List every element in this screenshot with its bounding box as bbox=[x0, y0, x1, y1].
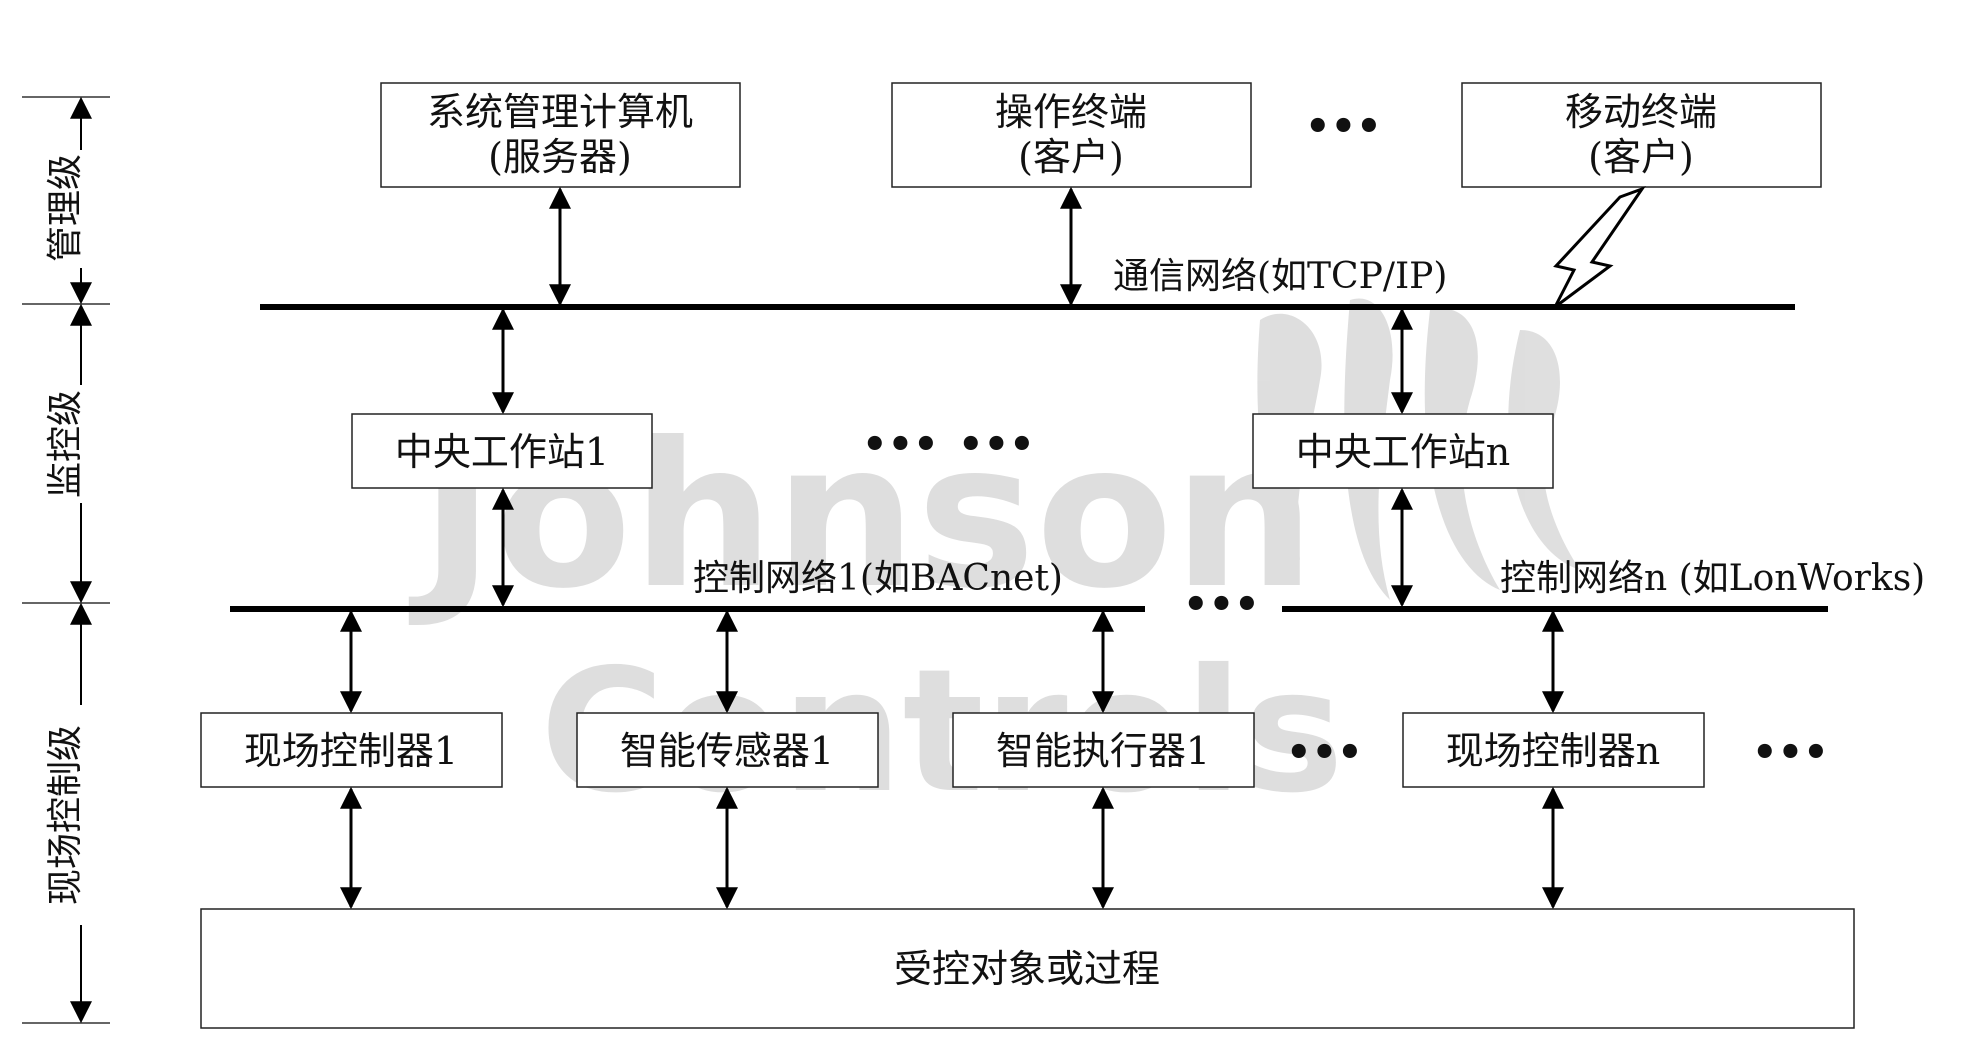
level-axis: 管理级 监控级 现场控制级 bbox=[22, 96, 110, 1024]
mobile-terminal-node: 移动终端 (客户) bbox=[1461, 82, 1822, 188]
server-node: 系统管理计算机 (服务器) bbox=[380, 82, 741, 188]
ellipsis-supervisory-1: ••• bbox=[862, 421, 939, 468]
ellipsis-control-networks: ••• bbox=[1183, 581, 1260, 628]
controlled-process: 受控对象或过程 bbox=[200, 908, 1855, 1029]
field-controller-1: 现场控制器1 bbox=[200, 712, 503, 788]
field-controller-n-label: 现场控制器n bbox=[1446, 729, 1660, 773]
smart-actuator-1-label: 智能执行器1 bbox=[996, 729, 1210, 773]
field-controller-n: 现场控制器n bbox=[1402, 712, 1705, 788]
workstation-n-label: 中央工作站n bbox=[1296, 430, 1510, 474]
smart-sensor-1-label: 智能传感器1 bbox=[620, 729, 834, 773]
operator-terminal-node: 操作终端 (客户) bbox=[891, 82, 1252, 188]
level-label-supervisory: 监控级 bbox=[45, 390, 86, 498]
workstation-n: 中央工作站n bbox=[1252, 413, 1554, 489]
controlled-process-label: 受控对象或过程 bbox=[894, 947, 1160, 991]
wireless-link-icon bbox=[1553, 185, 1646, 309]
comm-network-label: 通信网络(如TCP/IP) bbox=[1113, 256, 1447, 297]
control-network-n-label: 控制网络n (如LonWorks) bbox=[1500, 558, 1925, 599]
ellipsis-field-1: ••• bbox=[1286, 729, 1363, 776]
operator-terminal-title: 操作终端 bbox=[995, 90, 1147, 134]
ellipsis-supervisory-2: ••• bbox=[958, 421, 1035, 468]
smart-actuator-1: 智能执行器1 bbox=[952, 712, 1255, 788]
smart-sensor-1: 智能传感器1 bbox=[576, 712, 879, 788]
ellipsis-management: ••• bbox=[1305, 103, 1382, 150]
level-label-field: 现场控制级 bbox=[45, 725, 86, 905]
server-role: (服务器) bbox=[488, 135, 632, 179]
level-label-management: 管理级 bbox=[45, 154, 86, 262]
ellipsis-field-2: ••• bbox=[1752, 729, 1829, 776]
control-network-1-label: 控制网络1(如BACnet) bbox=[693, 558, 1063, 599]
workstation-1-label: 中央工作站1 bbox=[395, 430, 609, 474]
server-title: 系统管理计算机 bbox=[427, 90, 693, 134]
mobile-terminal-role: (客户) bbox=[1588, 135, 1694, 179]
field-controller-1-label: 现场控制器1 bbox=[244, 729, 458, 773]
workstation-1: 中央工作站1 bbox=[351, 413, 653, 489]
mobile-terminal-title: 移动终端 bbox=[1565, 90, 1717, 134]
operator-terminal-role: (客户) bbox=[1018, 135, 1124, 179]
